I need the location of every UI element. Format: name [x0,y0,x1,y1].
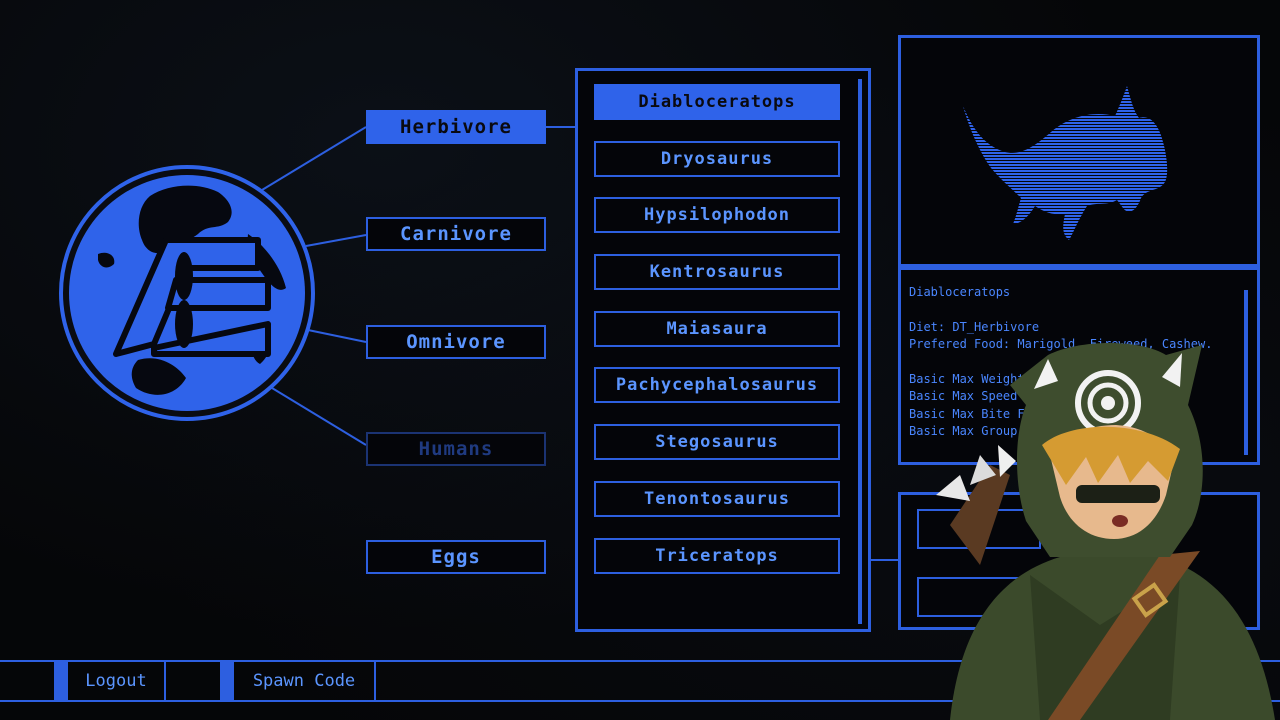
species-item-dryosaurus[interactable]: Dryosaurus [594,141,840,177]
info-max-group: Basic Max Group [909,424,1018,439]
info-diet: Diet: DT_Herbivore [909,319,1040,334]
info-max-speed: Basic Max Speed [909,389,1018,404]
globe-logo-icon [59,165,315,421]
category-humans-button[interactable]: Humans [366,432,546,466]
species-item-kentrosaurus[interactable]: Kentrosaurus [594,254,840,290]
species-list-scrollbar[interactable] [858,79,862,624]
species-item-stegosaurus[interactable]: Stegosaurus [594,424,840,460]
bottom-bar [0,660,1280,702]
connector-humans [271,387,367,446]
category-carnivore-button[interactable]: Carnivore [366,217,546,251]
logout-button[interactable]: Logout [54,661,166,701]
dinosaur-preview-panel [898,35,1260,267]
connector-omnivore [307,329,367,343]
streamer-avatar [936,343,1275,720]
info-max-bite: Basic Max Bite F [909,406,1025,421]
species-item-hypsilophodon[interactable]: Hypsilophodon [594,197,840,233]
category-eggs-button[interactable]: Eggs [366,540,546,574]
info-name: Diabloceratops [909,285,1011,299]
species-item-pachycephalosaurus[interactable]: Pachycephalosaurus [594,367,840,403]
connector-carnivore [305,234,367,247]
category-herbivore-button[interactable]: Herbivore [366,110,546,144]
dinosaur-silhouette-icon [963,86,1168,240]
category-omnivore-button[interactable]: Omnivore [366,325,546,359]
spawn-code-button[interactable]: Spawn Code [220,661,376,701]
species-item-maiasaura[interactable]: Maiasaura [594,311,840,347]
species-item-tenontosaurus[interactable]: Tenontosaurus [594,481,840,517]
info-preferred-food: Prefered Food: Marigold, Fireweed, Cashe… [909,337,1213,352]
species-item-diabloceratops[interactable]: Diabloceratops [594,84,840,120]
info-scrollbar[interactable] [1244,290,1248,455]
species-item-triceratops[interactable]: Triceratops [594,538,840,574]
connector-herbivore [261,126,367,191]
